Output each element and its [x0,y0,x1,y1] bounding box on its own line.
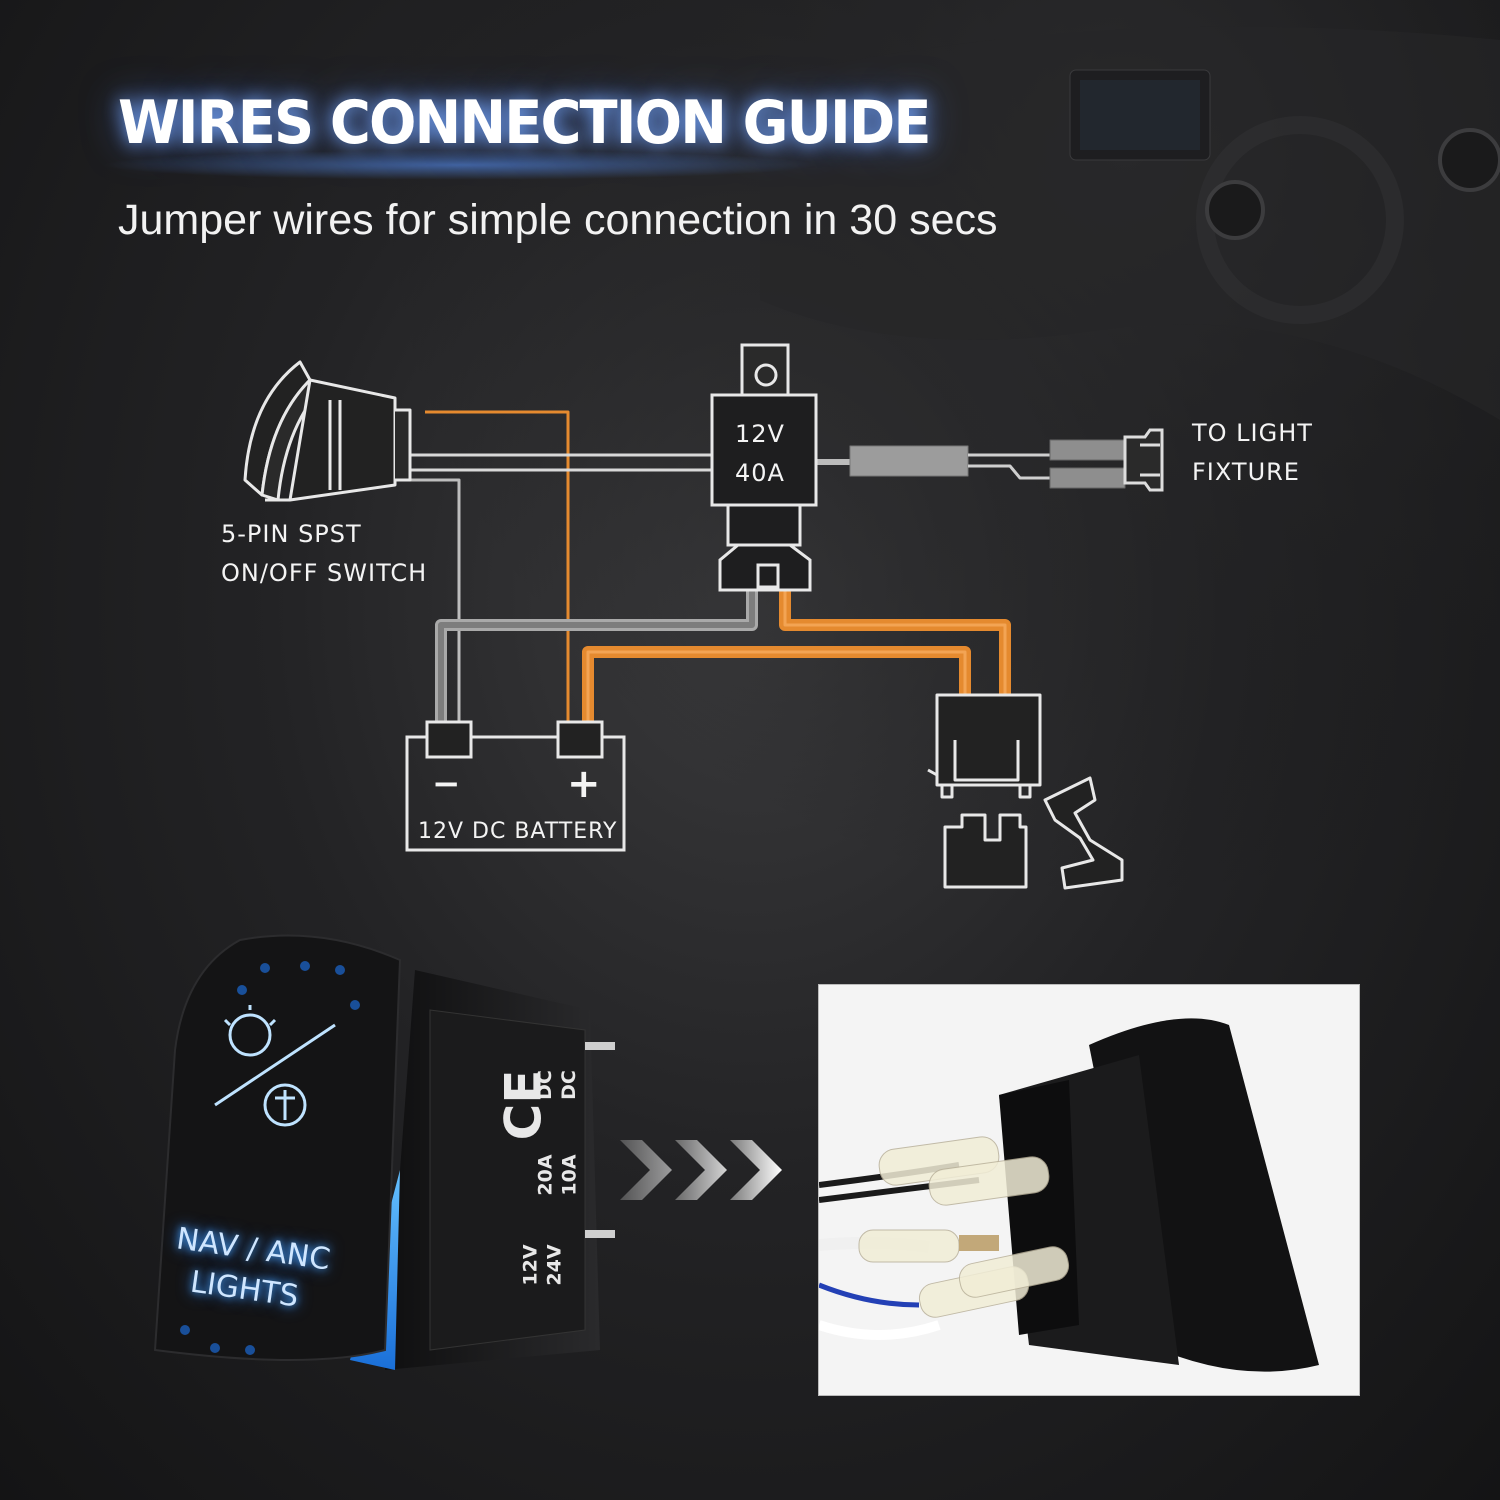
light-bulb-icon [223,1005,277,1057]
chevron-arrows-icon [620,1140,782,1200]
light-fixture-label-line2: FIXTURE [1192,458,1300,486]
relay-voltage-label: 12V [735,420,785,448]
switch-orange-wire [425,410,570,722]
page-subtitle: Jumper wires for simple connection in 30… [118,196,998,244]
power-wire [779,590,1011,695]
fixture-wire-sleeve [849,445,969,477]
switch-label-line1: 5-PIN SPST [221,520,362,548]
wired-switch-photo [818,984,1360,1396]
volt-label-2: 24V [543,1244,566,1286]
dc-label-2: DC [557,1070,580,1100]
page-title: WIRES CONNECTION GUIDE [118,88,932,158]
switch-gray-wire [410,478,461,722]
switch-drawing [243,360,412,502]
rocker-switch-render: NAV / ANC LIGHTS CE DC DC 20A 10A 12V 24… [130,930,650,1410]
connector-plug-icon [1123,428,1164,492]
amp-label-1: 20A [534,1154,557,1196]
battery-plus-label: + [567,761,602,807]
volt-label-1: 12V [519,1244,542,1286]
dc-label-1: DC [533,1070,556,1100]
battery-label: 12V DC BATTERY [418,819,618,844]
rocker-switch-body [153,934,615,1370]
relay-current-label: 40A [735,459,785,487]
wired-switch-illustration [819,985,1359,1395]
anchor-icon [263,1083,307,1127]
relay-icon [710,343,818,592]
battery-positive-wire [582,646,971,722]
title-glow [100,150,820,180]
light-fixture-label-line1: TO LIGHT [1192,419,1313,447]
battery-icon [405,720,626,852]
ground-wire-inner [438,590,755,722]
switch-label-line2: ON/OFF SWITCH [221,559,428,587]
fuse-holder-icon [927,693,1124,890]
battery-minus-label: − [432,764,462,804]
amp-label-2: 10A [558,1154,581,1196]
